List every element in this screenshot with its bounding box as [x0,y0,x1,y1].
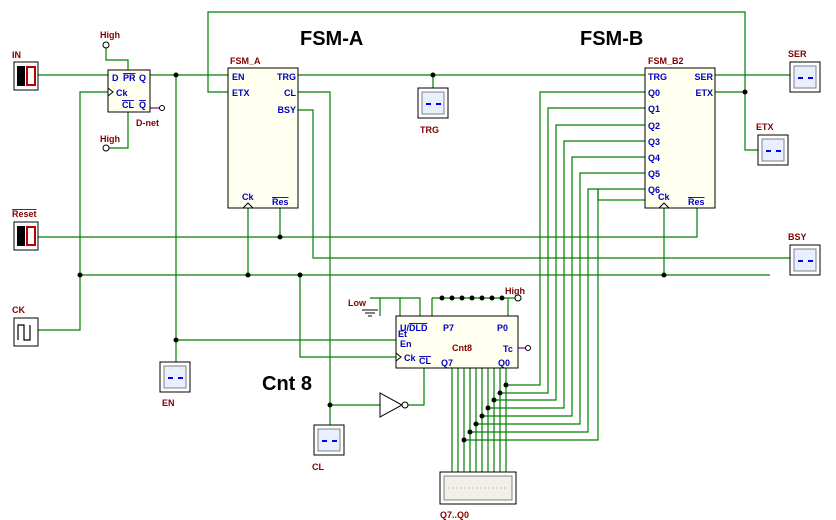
counter-name: Cnt8 [452,343,472,353]
fsm-b-pin-q2: Q2 [648,121,660,131]
fsm-b-pin-etx: ETX [695,88,713,98]
inverter-bubble-icon [401,401,409,409]
high-terminal-icon [102,144,110,152]
fsm-a-name: FSM_A [230,56,261,66]
fsm-a-pin-cl: CL [284,88,296,98]
counter-pin-q7: Q7 [441,358,453,368]
input-ck[interactable]: CK [12,305,39,347]
fsm-b-pin-ck: Ck [658,192,670,202]
fsm-a-pin-trg: TRG [277,72,296,82]
probe-bus-label: Q7..Q0 [440,510,469,520]
fsm-a-pin-bsy: BSY [277,105,296,115]
probe-en-label: EN [162,398,175,408]
probe-etx[interactable]: ETX [756,122,789,166]
input-ck-label: CK [12,305,25,315]
dff-high-top-label: High [100,30,120,40]
probe-trg[interactable]: TRG [417,87,449,135]
dff-pin-d: D [112,73,119,83]
ground-icon [362,309,378,317]
fsm-b-pin-res: Res [688,197,705,207]
fsm-b-pin-q1: Q1 [648,104,660,114]
input-in[interactable]: IN [12,50,39,91]
probe-ser[interactable]: SER [788,49,821,93]
counter-pin-p0: P0 [497,323,508,333]
tc-terminal-icon [525,345,531,351]
dff-block[interactable]: High D PR Q Ck CL Q D-net High [100,30,165,152]
inverter[interactable] [379,392,409,418]
probe-cl[interactable]: CL [312,424,345,472]
junctions [77,72,748,443]
high-terminal-icon [102,41,110,49]
probe-ser-label: SER [788,49,807,59]
led-digit-icon [26,226,36,246]
probe-en[interactable]: EN [159,361,191,408]
clock-triangle-icon [242,202,254,209]
clock-triangle-icon [107,87,114,97]
probe-bus[interactable]: Q7..Q0 [439,471,517,520]
fsm-a-pin-ck: Ck [242,192,254,202]
counter-block[interactable]: Low High U/DLD P7 P0 Et En Ck CL Cnt8 Tc… [348,286,531,369]
fsm-b-pin-q6: Q6 [648,185,660,195]
counter-high-label: High [505,286,525,296]
fsm-b-pin-q5: Q5 [648,169,660,179]
counter-pin-et: Et [398,329,407,339]
counter-pin-tc: Tc [503,344,513,354]
clock-pulse-icon [17,324,31,341]
counter-pin-ck: Ck [404,353,416,363]
title-fsm-a: FSM-A [300,28,363,50]
fsm-a-pin-res: Res [272,197,289,207]
probe-etx-label: ETX [756,122,774,132]
qn-terminal-icon [159,105,165,111]
dff-pin-pr: PR [123,73,136,83]
fsm-b-pin-q3: Q3 [648,137,660,147]
fsm-a-block[interactable]: FSM_A EN ETX TRG CL BSY Ck Res [227,56,299,209]
fsm-b-name: FSM_B2 [648,56,684,66]
fsm-b-pin-q4: Q4 [648,153,660,163]
title-cnt8: Cnt 8 [262,373,312,395]
clock-triangle-icon [395,352,402,362]
counter-pin-ud: U/DLD [400,323,428,333]
dff-pin-q: Q [139,73,146,83]
fsm-a-pin-etx: ETX [232,88,250,98]
input-reset-label: Reset [12,209,37,219]
probe-bsy-label: BSY [788,232,807,242]
counter-low-label: Low [348,298,367,308]
switch-lever-icon [17,226,25,246]
wires [38,11,790,472]
counter-pin-p7: P7 [443,323,454,333]
dff-pin-qn: Q [139,100,146,110]
probe-trg-label: TRG [420,125,439,135]
counter-pin-en: En [400,339,412,349]
input-in-label: IN [12,50,21,60]
switch-lever-icon [17,66,25,86]
probe-bsy[interactable]: BSY [788,232,821,276]
high-terminal-icon [514,294,522,302]
counter-pin-q0: Q0 [498,358,510,368]
fsm-b-pin-ser: SER [694,72,713,82]
dff-pin-ck: Ck [116,88,128,98]
clock-triangle-icon [658,202,670,209]
led-digit-icon [26,66,36,86]
dff-high-bottom-label: High [100,134,120,144]
fsm-b-pin-trg: TRG [648,72,667,82]
counter-pin-cl: CL [419,356,431,366]
dff-name: D-net [136,118,159,128]
dff-pin-cl: CL [122,100,134,110]
probe-cl-label: CL [312,462,324,472]
input-reset[interactable]: Reset [12,209,39,251]
fsm-b-block[interactable]: FSM_B2 TRG Q0 Q1 Q2 Q3 Q4 Q5 Q6 SER ETX … [644,56,716,209]
title-fsm-b: FSM-B [580,28,643,50]
fsm-a-pin-en: EN [232,72,245,82]
fsm-b-pin-q0: Q0 [648,88,660,98]
